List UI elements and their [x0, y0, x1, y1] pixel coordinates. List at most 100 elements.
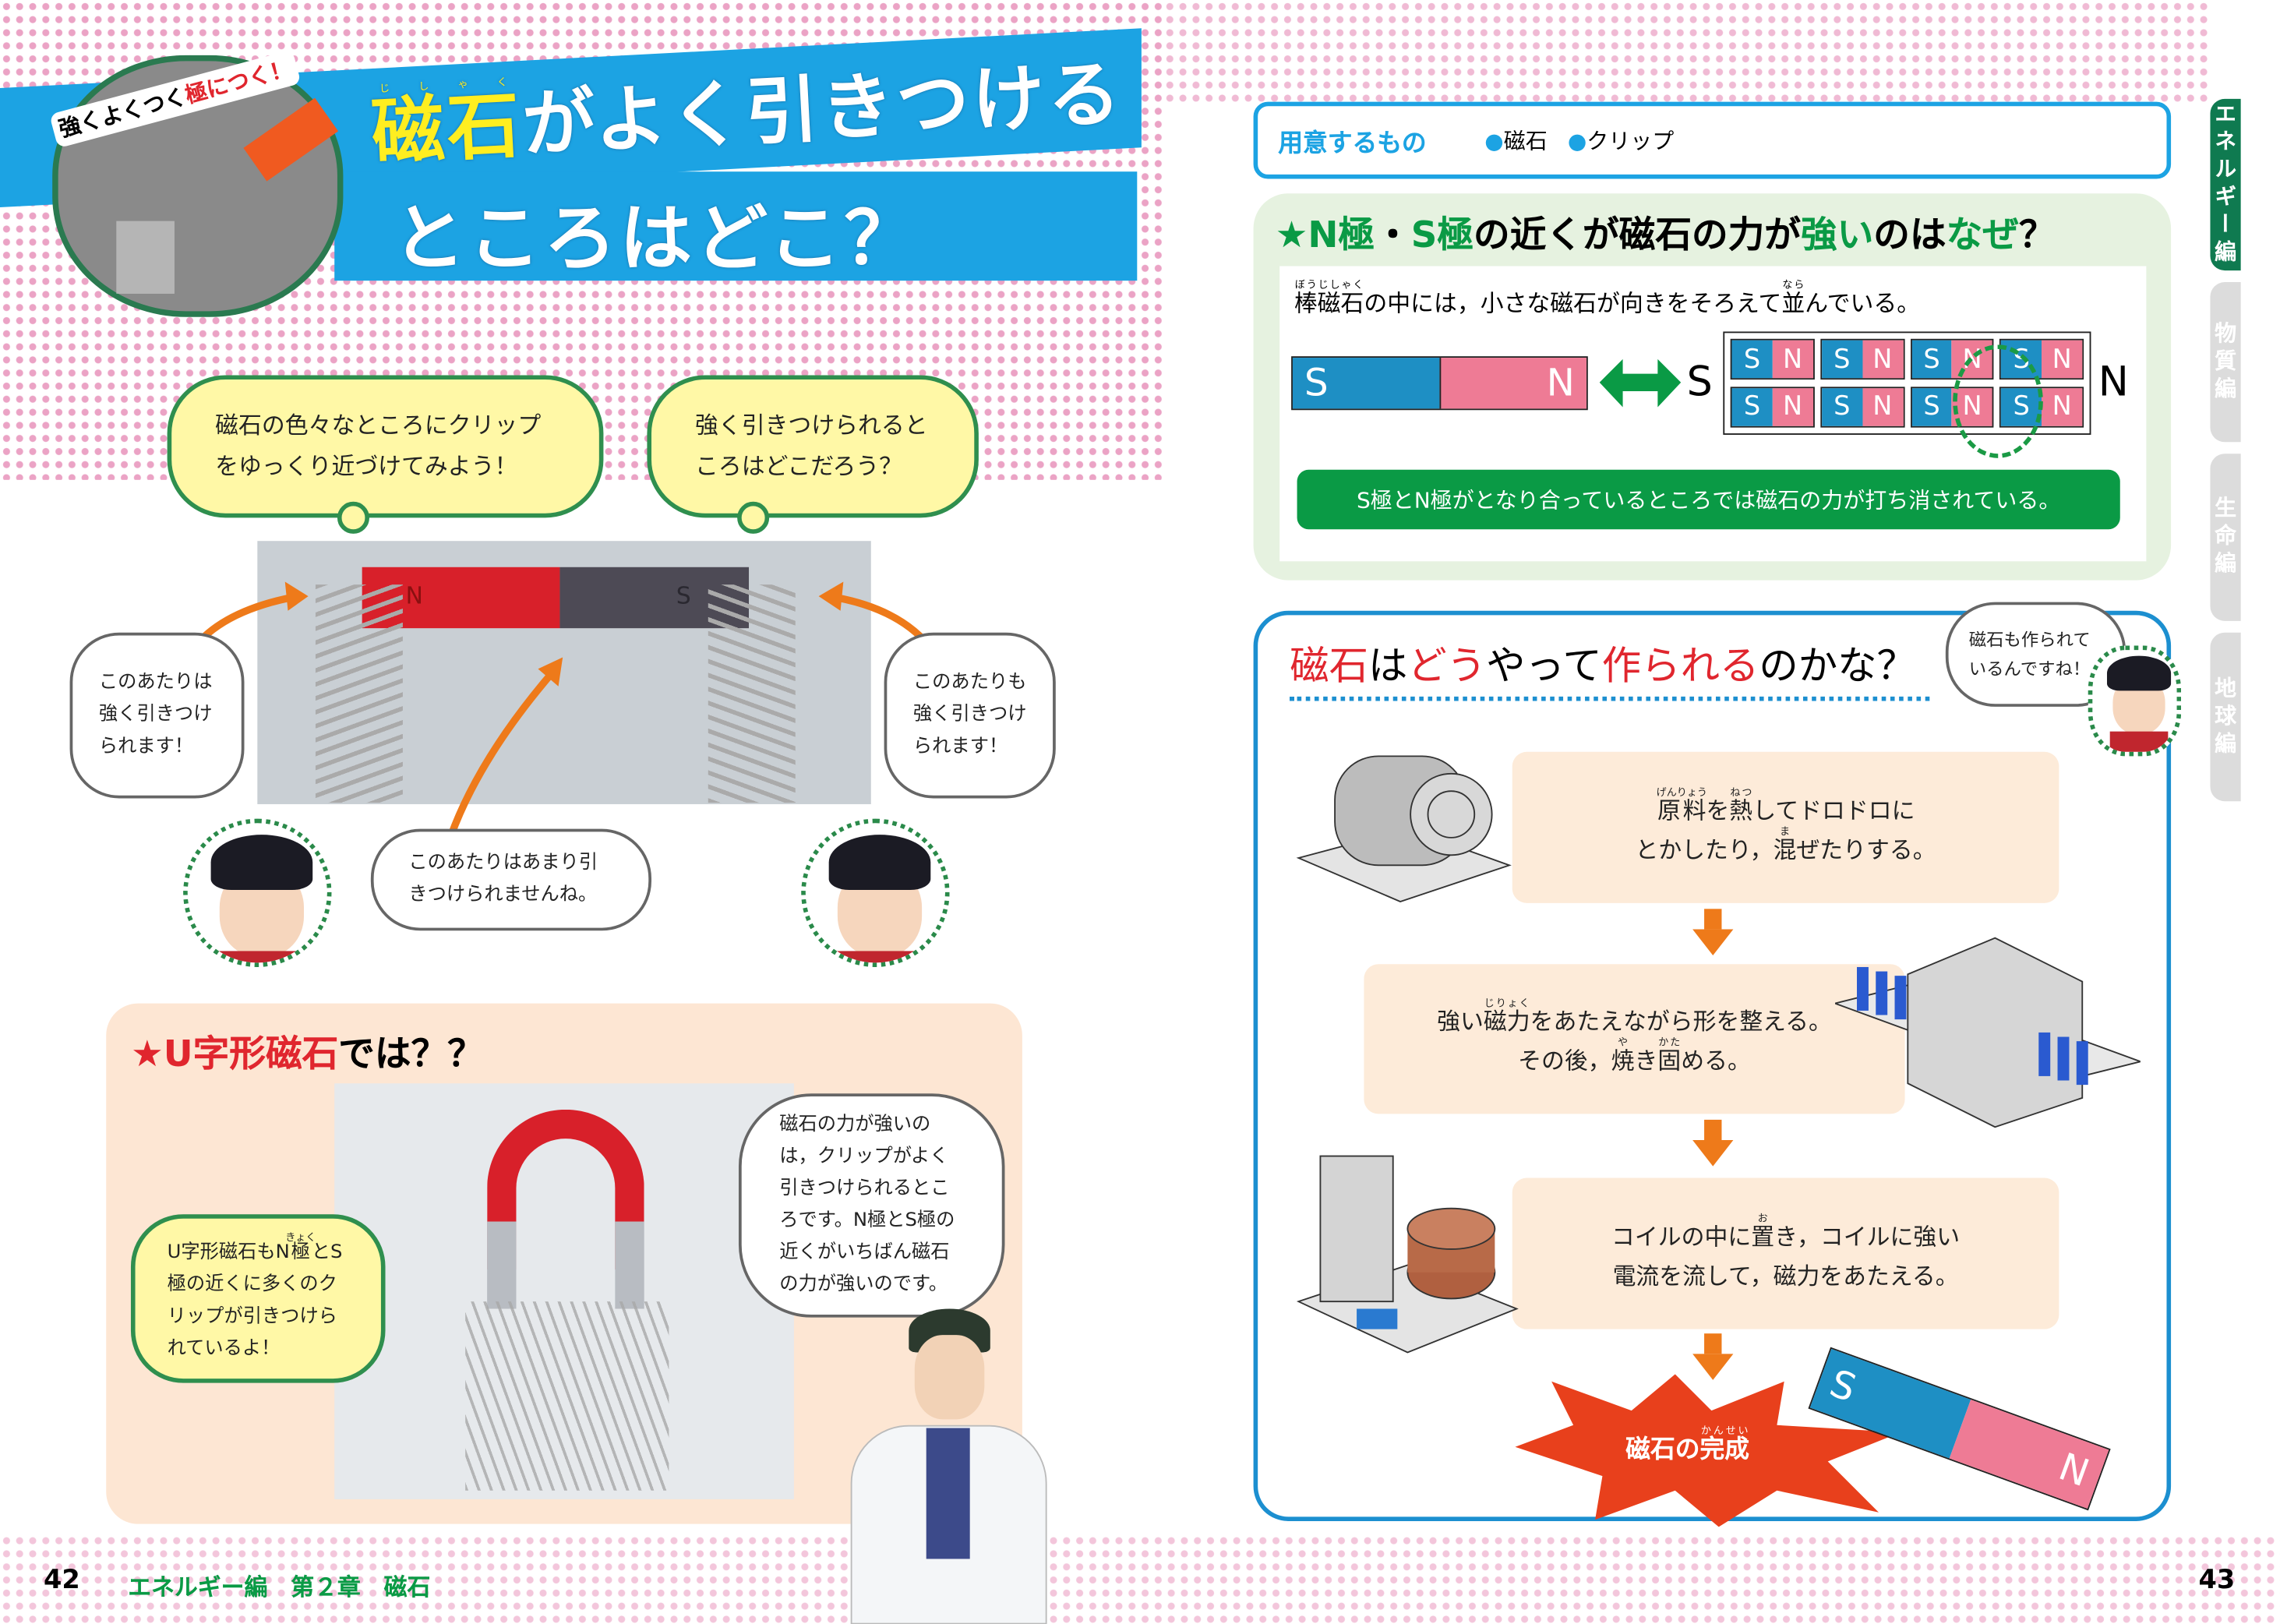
page-number-right: 43 — [2198, 1564, 2236, 1596]
text-segment: してドロドロに — [1752, 796, 1915, 824]
text-segment: 作られる — [1601, 644, 1759, 690]
text-segment: ★N極 — [1275, 214, 1375, 256]
n-pole: N — [1438, 358, 1586, 409]
bar-magnet-photo: N S — [257, 541, 871, 804]
scientist-illustration — [850, 1308, 1047, 1624]
dot-pattern — [0, 1534, 2280, 1624]
n-pole: N — [1772, 340, 1813, 379]
text-segment: き — [1634, 1047, 1658, 1075]
melting-furnace-illustration — [1296, 755, 1512, 902]
text-segment: その後， — [1518, 1047, 1611, 1075]
n-pole: N — [2042, 340, 2083, 379]
text-segment: 原料げんりょう — [1656, 786, 1707, 824]
text-segment: 並なら — [1781, 279, 1805, 317]
dot-pattern — [1163, 0, 2211, 102]
text-segment: ★U字形磁石 — [130, 1032, 339, 1075]
text-segment: は — [1368, 644, 1408, 690]
tab-2[interactable]: 生命編 — [2210, 454, 2241, 621]
n-pole: N — [1862, 340, 1903, 379]
press-machine-illustration — [1835, 937, 2141, 1128]
n-pole: N — [1772, 387, 1813, 425]
text-segment: のかな？ — [1759, 644, 1916, 690]
section-tabs: エネルギー編物質編生命編地球編 — [2210, 98, 2280, 813]
making-section-title: 磁石はどうやって作られるのかな？ — [1290, 634, 1930, 701]
s-pole: S — [1292, 358, 1439, 409]
text-segment: ・ — [1375, 214, 1411, 256]
s-label: S — [676, 581, 691, 609]
arrowhead — [818, 581, 844, 611]
materials-item: ●クリップ — [1567, 128, 1675, 154]
paper-clips — [465, 1301, 669, 1491]
s-pole: S — [1731, 340, 1773, 379]
tab-3[interactable]: 地球編 — [2210, 632, 2241, 802]
arrowhead — [538, 657, 563, 687]
text-segment: 電流を流して，磁力をあたえる。 — [1612, 1261, 1959, 1290]
down-arrow-icon — [1692, 1119, 1734, 1167]
text-segment: を — [1706, 796, 1730, 824]
bubble-tail — [337, 501, 369, 534]
text-segment: S極 — [1410, 214, 1474, 256]
speech-bubble-right-end: このあたりも強く引きつけられます！ — [884, 632, 1056, 799]
text-segment: 固かた — [1657, 1036, 1682, 1075]
title-band — [334, 171, 1138, 281]
completion-label: 磁石の完成かんせい — [1625, 1425, 1749, 1464]
materials-label: 用意するもの — [1278, 129, 1427, 159]
materials-box: 用意するもの ●磁石 ●クリップ — [1253, 101, 2172, 179]
text-segment: のは — [1873, 214, 1946, 256]
arrow-center — [447, 666, 559, 838]
page-title-line2: ところはどこ？ — [392, 196, 920, 281]
text-segment: の近くが磁石の力が — [1474, 214, 1801, 256]
chapter-footer: エネルギー編 第２章 磁石 — [128, 1573, 431, 1601]
text-segment: 完成かんせい — [1699, 1425, 1749, 1465]
text-segment: 熱ねつ — [1729, 786, 1753, 824]
tape-photo-object — [116, 221, 175, 294]
speech-bubble-explanation: 磁石の力が強いのは，クリップがよく引きつけられるところです。N極とS極の近くがい… — [738, 1093, 1005, 1318]
text-segment: 混ま — [1773, 825, 1797, 863]
u-magnet-photo — [334, 1083, 794, 1499]
double-arrow-icon — [1599, 358, 1682, 408]
speech-bubble-center: このあたりはあまり引きつけられませんね。 — [370, 828, 652, 931]
step-3: コイルの中に置おき，コイルに強い電流を流して，磁力をあたえる。 — [1512, 1177, 2059, 1329]
text-segment: 磁石の — [1625, 1435, 1700, 1465]
speech-bubble-question: 強く引きつけられるところはどこだろう？ — [647, 375, 979, 518]
text-segment: める。 — [1681, 1047, 1751, 1075]
speech-bubble-u-magnet: U字形磁石もN極きょくとS極の近くに多くのクリップが引きつけられているよ！ — [130, 1214, 386, 1383]
outer-n-label: N — [2098, 358, 2129, 406]
text-segment: U字形磁石もN — [167, 1241, 290, 1264]
text-segment: なぜ — [1946, 214, 2019, 256]
coil-magnetizer-illustration — [1296, 1155, 1519, 1354]
n-pole: N — [2042, 387, 2083, 425]
s-pole: S — [1821, 387, 1862, 425]
n-pole: N — [1862, 387, 1903, 425]
text-segment: ？ — [2018, 214, 2056, 256]
boy-avatar — [183, 818, 332, 967]
bubble-tail — [737, 501, 770, 534]
text-segment: き，コイルに強い — [1774, 1222, 1961, 1250]
text-segment: コイルの中に — [1611, 1222, 1752, 1250]
boy-avatar — [2088, 645, 2182, 757]
tab-0[interactable]: エネルギー編 — [2210, 98, 2241, 271]
text-segment: 強い — [1437, 1008, 1484, 1036]
boy-avatar — [801, 818, 950, 967]
why-section-title: ★N極・S極の近くが磁石の力が強いのはなぜ？ — [1276, 207, 2056, 259]
cancel-out-banner: S極とN極がとなり合っているところでは磁石の力が打ち消されている。 — [1297, 469, 2120, 530]
text-segment: とS極の近くに多くのクリップが引きつけられているよ！ — [167, 1241, 343, 1360]
s-pole: S — [1731, 387, 1773, 425]
arrowhead — [284, 581, 309, 611]
tab-1[interactable]: 物質編 — [2210, 282, 2241, 443]
text-segment: ぜたりする。 — [1796, 835, 1936, 863]
down-arrow-icon — [1692, 1333, 1734, 1380]
why-section-text: 棒磁石ぼうじしゃくの中には，小さな磁石が向きをそろえて並ならんでいる。 — [1294, 279, 1920, 318]
text-segment: 強い — [1800, 214, 1874, 256]
page-number-left: 42 — [43, 1564, 80, 1596]
down-arrow-icon — [1692, 909, 1734, 956]
text-segment: 置お — [1751, 1212, 1775, 1250]
paper-clips — [315, 584, 403, 803]
text-segment: どう — [1407, 644, 1487, 690]
speech-bubble-left-end: このあたりは強く引きつけられます！ — [69, 632, 245, 799]
text-segment: 棒磁石ぼうじしゃく — [1294, 279, 1364, 317]
